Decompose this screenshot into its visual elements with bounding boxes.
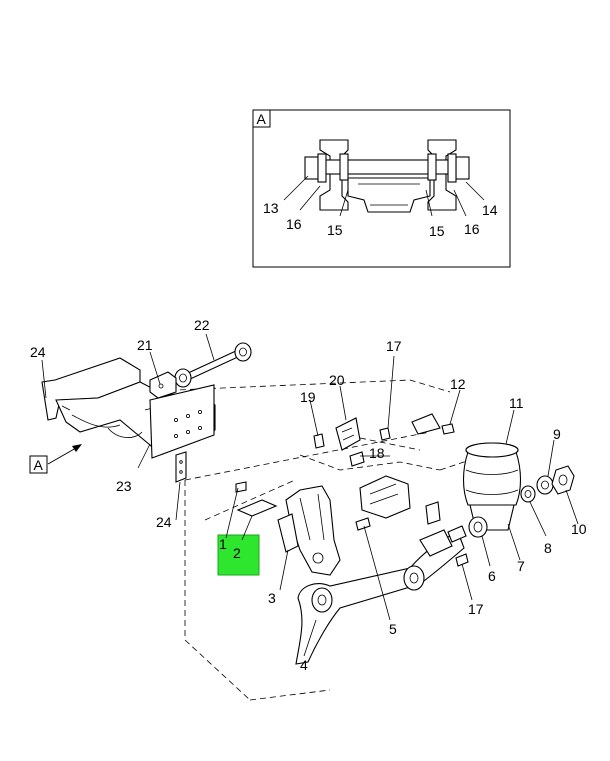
cross-member	[41, 357, 216, 459]
inset-frame	[252, 109, 511, 268]
small-brackets	[313, 413, 455, 467]
mounting-bracket	[359, 475, 441, 525]
callout-2: 2	[233, 545, 241, 561]
screw-lower	[455, 553, 469, 567]
inset-axle-assembly	[304, 139, 470, 213]
callout-22: 22	[194, 317, 210, 333]
inset-tag-label: A	[257, 111, 267, 127]
screw-5	[355, 517, 371, 531]
callout-17-top: 17	[386, 338, 402, 354]
highlight-box	[217, 534, 260, 576]
callout-15-left: 15	[327, 222, 343, 238]
callout-18: 18	[369, 445, 385, 461]
leader-lines	[41, 333, 579, 657]
callout-4: 4	[300, 657, 308, 673]
callout-14: 14	[482, 202, 498, 218]
callout-13: 13	[263, 200, 279, 216]
callout-10: 10	[571, 521, 587, 537]
callout-21: 21	[137, 337, 153, 353]
callout-9: 9	[553, 426, 561, 442]
air-spring	[462, 442, 522, 531]
callout-16-left: 16	[286, 216, 302, 232]
callout-3: 3	[268, 590, 276, 606]
callout-7: 7	[517, 558, 525, 574]
callout-23: 23	[116, 478, 132, 494]
view-tag-label: A	[34, 457, 44, 473]
frame-rail-phantom	[59, 379, 471, 701]
callout-20: 20	[329, 372, 345, 388]
callout-6: 6	[488, 568, 496, 584]
callout-16-right: 16	[464, 221, 480, 237]
callout-19: 19	[300, 389, 316, 405]
inset-detail-a: A 13 16 15 15	[252, 109, 511, 268]
hanger-bracket	[277, 485, 341, 576]
callout-5: 5	[389, 621, 397, 637]
callout-11: 11	[509, 395, 524, 411]
view-tag-a: A	[29, 444, 82, 474]
fasteners-right	[468, 465, 575, 538]
spacer-plate	[236, 499, 278, 517]
callout-24-bottom: 24	[156, 514, 172, 530]
callout-12: 12	[450, 376, 466, 392]
callout-1: 1	[219, 536, 227, 552]
trailing-arm	[295, 525, 467, 665]
callout-24-top: 24	[30, 344, 46, 360]
main-exploded-view: A	[29, 317, 587, 701]
callout-15-right: 15	[429, 223, 445, 239]
callout-17-bottom: 17	[468, 601, 484, 617]
torque-rod	[149, 342, 252, 399]
inset-tag-box	[252, 109, 271, 128]
callout-8: 8	[544, 540, 552, 556]
gusset-plate	[175, 451, 187, 483]
